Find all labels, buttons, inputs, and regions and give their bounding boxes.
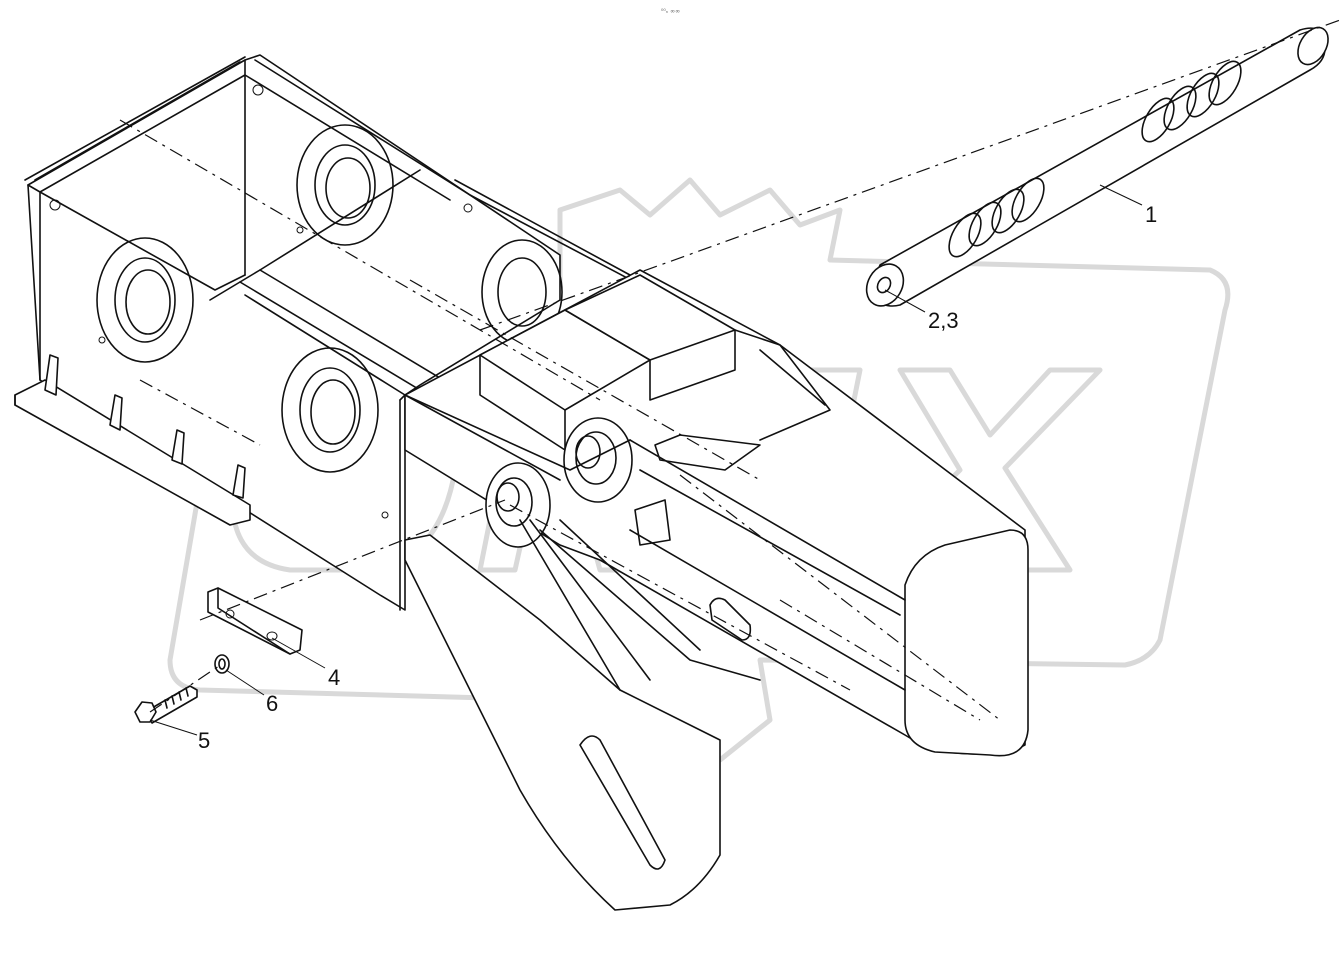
svg-text:5: 5 [198,728,210,753]
svg-text:4: 4 [328,665,340,690]
hex-bolt [134,685,198,724]
callout-1: 1 [1099,184,1157,227]
pivot-shaft [865,26,1329,307]
header-code: ⁰⁰ₙ ∞∞ [661,8,680,15]
callout-2-3: 2,3 [884,289,959,333]
callout-5: 5 [149,719,210,753]
pivot-boss-upper [563,417,633,503]
axle-frame-housing [14,54,651,611]
svg-text:1: 1 [1145,202,1157,227]
spring-washer [214,654,230,674]
bearing-flange-top [296,124,394,246]
svg-text:6: 6 [266,691,278,716]
centerlines [119,19,1341,721]
callout-4: 4 [271,637,340,690]
bearing-flange-lower [281,347,379,473]
callout-6: 6 [225,669,278,716]
bearing-flange-left [96,237,194,363]
svg-text:2,3: 2,3 [928,308,959,333]
swing-arm-assembly [399,269,1029,911]
lock-plate [207,587,303,655]
